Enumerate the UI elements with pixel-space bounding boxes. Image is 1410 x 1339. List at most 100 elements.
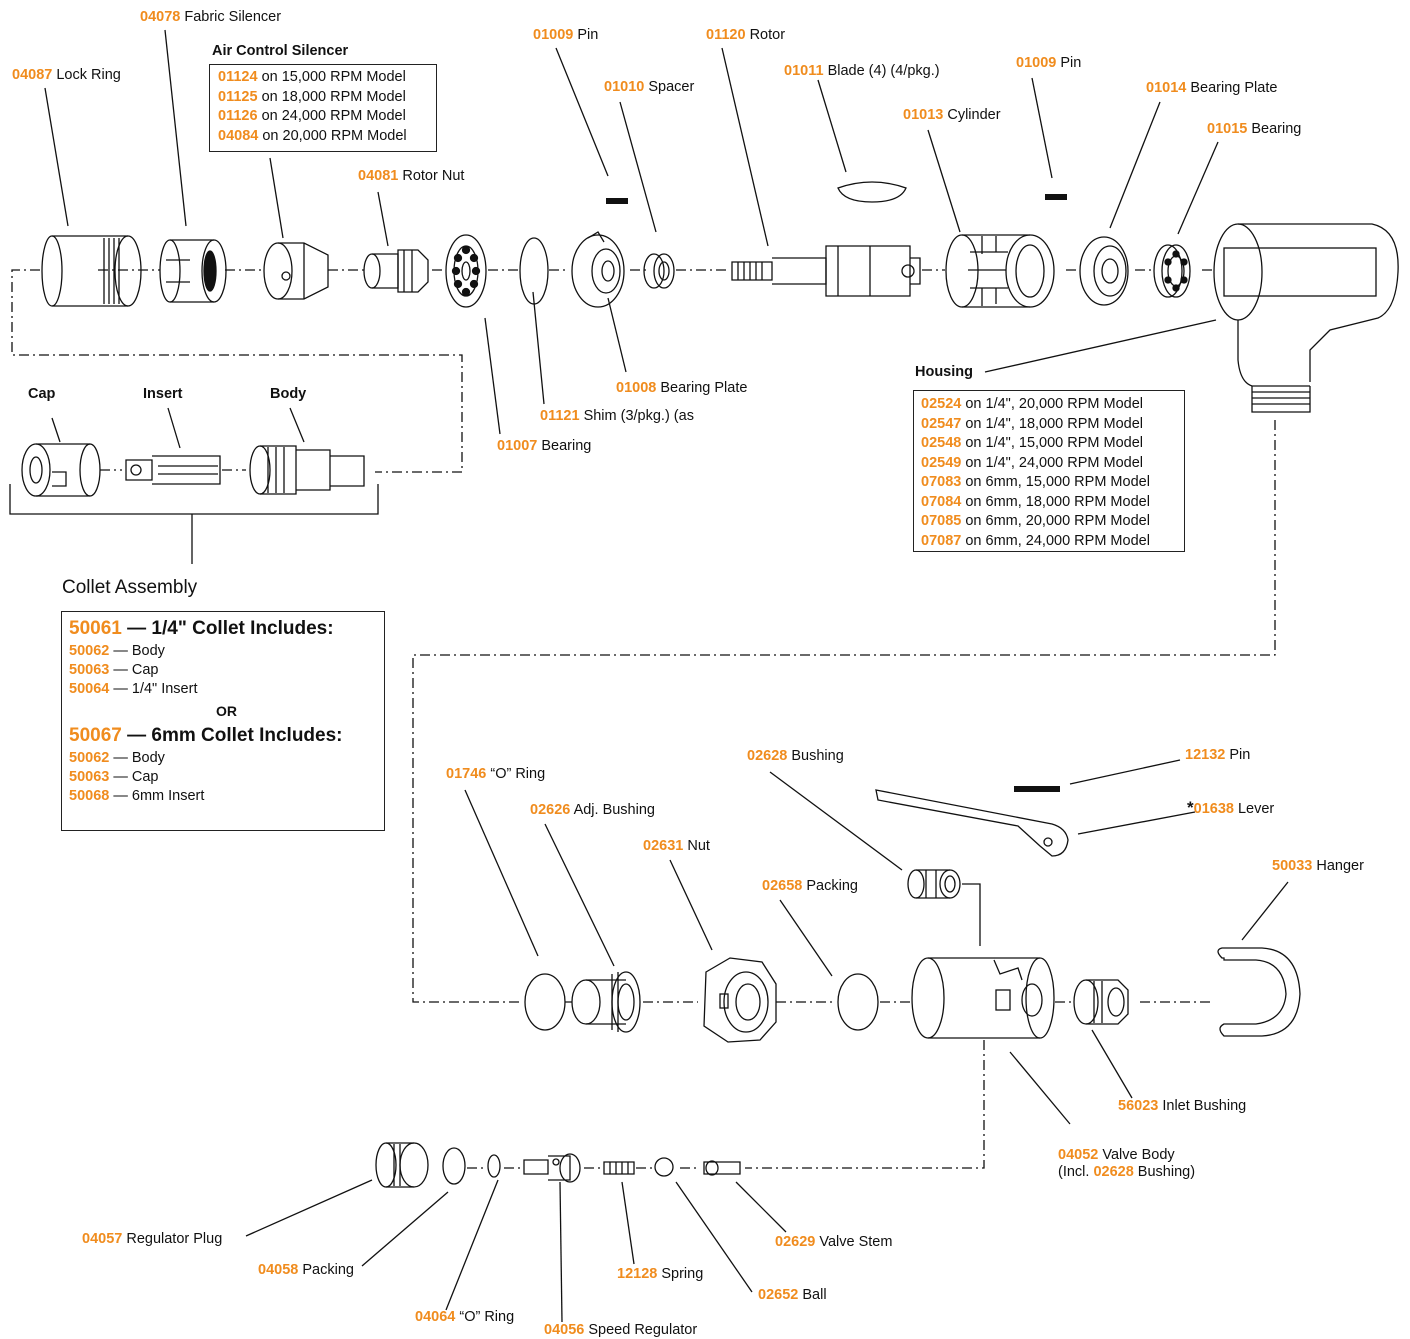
- label-bearing-plate-front: 01008 Bearing Plate: [616, 380, 748, 396]
- housing-row: 07084 on 6mm, 18,000 RPM Model: [921, 493, 1150, 510]
- packing-04058-drawing: [442, 1147, 466, 1185]
- label-nut-02631: 02631 Nut: [643, 838, 710, 854]
- label-o-ring-04064: 04064 “O” Ring: [415, 1309, 515, 1325]
- acs-row: 01125 on 18,000 RPM Model: [218, 88, 406, 105]
- label-lock-ring: 04087 Lock Ring: [12, 67, 121, 83]
- collet-kit1-item: 50063 — Cap: [69, 662, 159, 678]
- leader-lines: [9, 29, 1289, 1323]
- spring-drawing: [603, 1161, 635, 1175]
- housing-row: 02548 on 1/4", 15,000 RPM Model: [921, 435, 1143, 451]
- housing-row: 02547 on 1/4", 18,000 RPM Model: [921, 415, 1143, 432]
- collet-assembly-title: Collet Assembly: [62, 577, 198, 598]
- label-regulator-plug: 04057 Regulator Plug: [82, 1231, 223, 1247]
- air-control-silencer-title: Air Control Silencer: [212, 43, 349, 59]
- pin-top-right-drawing: [1045, 194, 1067, 200]
- label-cylinder: 01013 Cylinder: [903, 107, 1001, 123]
- label-ball: 02652 Ball: [758, 1287, 827, 1303]
- collet-cap-drawing: [21, 443, 101, 497]
- label-blade: 01011 Blade (4) (4/pkg.): [784, 63, 940, 79]
- regulator-plug-drawing: [375, 1142, 429, 1188]
- label-pin-top-left: 01009 Pin: [533, 27, 599, 43]
- inlet-bushing-drawing: [1073, 979, 1129, 1025]
- housing-box: 02524 on 1/4", 20,000 RPM Model 02547 on…: [913, 390, 1185, 552]
- acs-row: 01124 on 15,000 RPM Model: [218, 69, 406, 85]
- housing-row: 02524 on 1/4", 20,000 RPM Model: [921, 396, 1143, 412]
- nut-02631-drawing: [703, 957, 777, 1043]
- o-ring-04064-drawing: [487, 1154, 501, 1178]
- air-control-silencer-drawing: [263, 242, 329, 300]
- fabric-silencer-drawing: [159, 239, 227, 303]
- label-speed-regulator: 04056 Speed Regulator: [544, 1322, 698, 1338]
- label-pin-12132: 12132 Pin: [1185, 747, 1251, 763]
- label-hanger: 50033 Hanger: [1272, 858, 1364, 874]
- label-lever: *01638 Lever: [1187, 798, 1275, 817]
- label-valve-stem: 02629 Valve Stem: [775, 1234, 893, 1250]
- lock-ring-drawing: [41, 235, 142, 307]
- collet-kit1-item: 50062 — Body: [69, 643, 165, 659]
- label-bushing-02628: 02628 Bushing: [747, 748, 844, 764]
- collet-insert-label: Insert: [143, 386, 183, 402]
- label-bearing-top: 01015 Bearing: [1207, 121, 1302, 137]
- label-shim: 01121 Shim (3/pkg.) (as: [540, 408, 694, 424]
- spacer-drawing: [643, 253, 675, 289]
- label-bearing-front: 01007 Bearing: [497, 438, 592, 454]
- label-bearing-plate-top: 01014 Bearing Plate: [1146, 80, 1278, 96]
- label-adj-bushing: 02626 Adj. Bushing: [530, 802, 655, 818]
- o-ring-01746-drawing: [524, 973, 566, 1031]
- label-rotor: 01120 Rotor: [706, 27, 786, 43]
- collet-body-label: Body: [270, 386, 307, 402]
- rotor-drawing: [731, 245, 921, 297]
- blade-drawing: [837, 181, 907, 203]
- label-spring: 12128 Spring: [617, 1266, 704, 1282]
- housing-row: 02549 on 1/4", 24,000 RPM Model: [921, 454, 1143, 471]
- collet-kit2-title: 50067 — 6mm Collet Includes:: [69, 725, 343, 746]
- collet-or: OR: [216, 703, 237, 719]
- housing-title: Housing: [915, 364, 973, 380]
- air-control-silencer-box: 01124 on 15,000 RPM Model 01125 on 18,00…: [209, 64, 437, 152]
- label-packing-04058: 04058 Packing: [258, 1262, 354, 1278]
- acs-row: 01126 on 24,000 RPM Model: [218, 108, 406, 124]
- speed-regulator-drawing: [523, 1153, 581, 1183]
- bearing-front-drawing: [445, 234, 487, 308]
- lever-drawing: [875, 789, 1069, 857]
- housing-row: 07085 on 6mm, 20,000 RPM Model: [921, 513, 1150, 529]
- rotor-nut-drawing: [363, 249, 429, 293]
- packing-02658-drawing: [837, 973, 879, 1031]
- label-valve-body: 04052 Valve Body(Incl. 02628 Bushing): [1058, 1147, 1196, 1180]
- collet-cap-label: Cap: [28, 386, 56, 402]
- label-fabric-silencer: 04078 Fabric Silencer: [140, 9, 282, 25]
- cylinder-drawing: [945, 234, 1055, 308]
- label-rotor-nut: 04081 Rotor Nut: [358, 168, 465, 184]
- collet-assembly-box: 50061 — 1/4" Collet Includes: 50062 — Bo…: [61, 611, 385, 831]
- label-inlet-bushing: 56023 Inlet Bushing: [1118, 1098, 1247, 1114]
- pin-12132-drawing: [1014, 786, 1060, 792]
- collet-insert-drawing: [125, 455, 221, 485]
- valve-stem-drawing: [703, 1160, 741, 1176]
- housing-row: 07087 on 6mm, 24,000 RPM Model: [921, 532, 1150, 549]
- bearing-top-drawing: [1153, 244, 1191, 298]
- adj-bushing-drawing: [571, 971, 641, 1033]
- bearing-plate-front-drawing: [571, 231, 625, 308]
- ball-drawing: [654, 1157, 674, 1177]
- label-packing-02658: 02658 Packing: [762, 878, 858, 894]
- collet-kit1-title: 50061 — 1/4" Collet Includes:: [69, 618, 334, 639]
- shim-drawing: [519, 237, 549, 305]
- housing-row: 07083 on 6mm, 15,000 RPM Model: [921, 474, 1150, 490]
- hanger-drawing: [1217, 947, 1301, 1037]
- bearing-plate-top-drawing: [1079, 236, 1129, 306]
- collet-kit1-item: 50064 — 1/4" Insert: [69, 681, 198, 697]
- collet-kit2-item: 50062 — Body: [69, 750, 165, 766]
- acs-row: 04084 on 20,000 RPM Model: [218, 127, 407, 144]
- centerlines: [11, 269, 1276, 1169]
- housing-drawing: [1213, 223, 1399, 413]
- label-o-ring-01746: 01746 “O” Ring: [446, 766, 546, 782]
- label-spacer: 01010 Spacer: [604, 79, 695, 95]
- collet-kit2-item: 50068 — 6mm Insert: [69, 788, 205, 804]
- collet-body-drawing: [249, 445, 365, 495]
- pin-top-left-drawing: [606, 198, 628, 204]
- bushing-02628-drawing: [907, 869, 961, 899]
- collet-kit2-item: 50063 — Cap: [69, 769, 159, 785]
- valve-body-drawing: [911, 957, 1055, 1039]
- label-pin-top-right: 01009 Pin: [1016, 55, 1082, 71]
